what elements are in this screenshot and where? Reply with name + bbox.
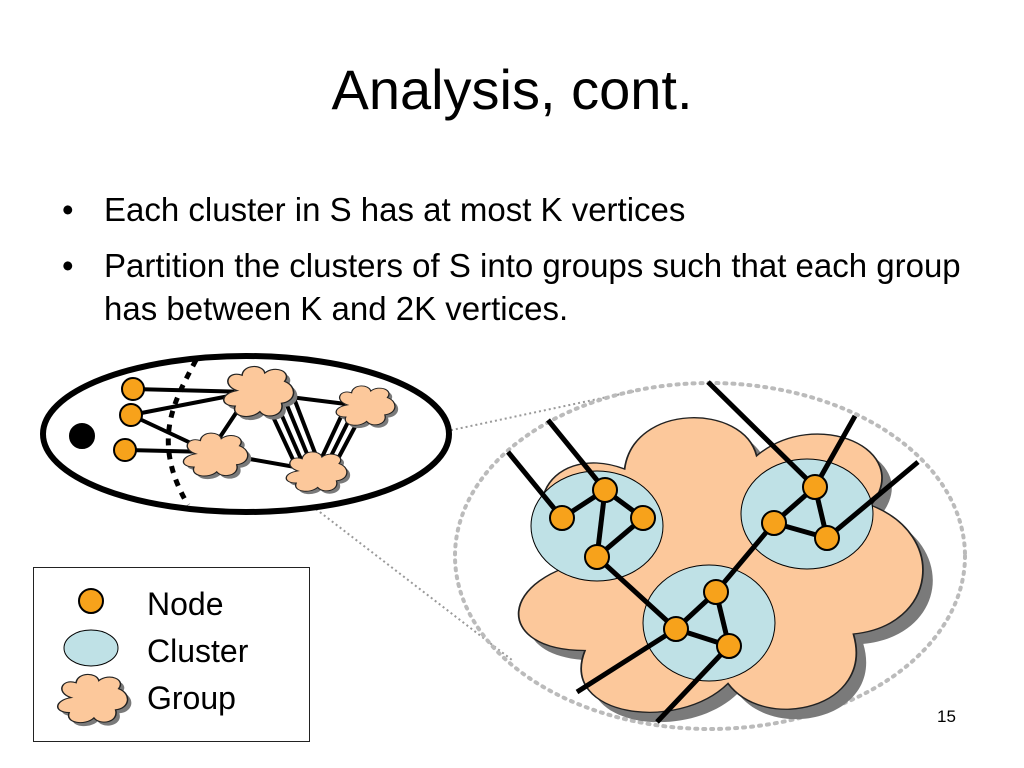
- bullet-text: Partition the clusters of S into groups …: [104, 247, 961, 327]
- node-circle: [814, 525, 840, 551]
- page-number: 15: [937, 707, 956, 726]
- bullet-text: Each cluster in S has at most K vertices: [104, 191, 686, 228]
- cluster-ellipse: [530, 470, 664, 582]
- legend-node-icon: [78, 588, 104, 614]
- legend-label-cluster: Cluster: [147, 633, 249, 669]
- zoom-clusters: [530, 458, 874, 682]
- node-circle: [761, 510, 787, 536]
- legend: Node Cluster Group: [33, 567, 310, 742]
- zoom-connectors: [311, 389, 641, 661]
- cluster-ellipse: [642, 564, 776, 682]
- node-circle: [119, 403, 143, 427]
- legend-label-node: Node: [147, 586, 224, 622]
- bullet-marker: •: [62, 247, 74, 284]
- special-vertex: [69, 423, 95, 449]
- node-circle: [703, 579, 729, 605]
- legend-label-group: Group: [147, 680, 236, 716]
- bullet-item: • Each cluster in S has at most K vertic…: [62, 188, 962, 231]
- zoom-nodes: [549, 474, 840, 659]
- node-circle: [549, 505, 575, 531]
- overview-graph: [40, 356, 452, 515]
- group-zoom-view: [455, 382, 965, 729]
- bullet-marker: •: [62, 191, 74, 228]
- legend-icons: [34, 588, 154, 740]
- cluster-ellipse: [740, 458, 874, 570]
- partition-line: [165, 358, 199, 507]
- overview-nodes: [69, 377, 145, 462]
- legend-group-icon: [58, 674, 132, 726]
- slide-title: Analysis, cont.: [331, 58, 693, 121]
- bullet-list: • Each cluster in S has at most K vertic…: [62, 188, 962, 343]
- node-circle: [716, 633, 742, 659]
- node-circle: [663, 616, 689, 642]
- node-circle: [121, 377, 145, 401]
- node-circle: [592, 477, 618, 503]
- node-circle: [802, 474, 828, 500]
- bullet-item: • Partition the clusters of S into group…: [62, 244, 962, 330]
- node-circle: [630, 505, 656, 531]
- node-circle: [584, 544, 610, 570]
- node-circle: [113, 438, 137, 462]
- legend-cluster-icon: [63, 629, 119, 667]
